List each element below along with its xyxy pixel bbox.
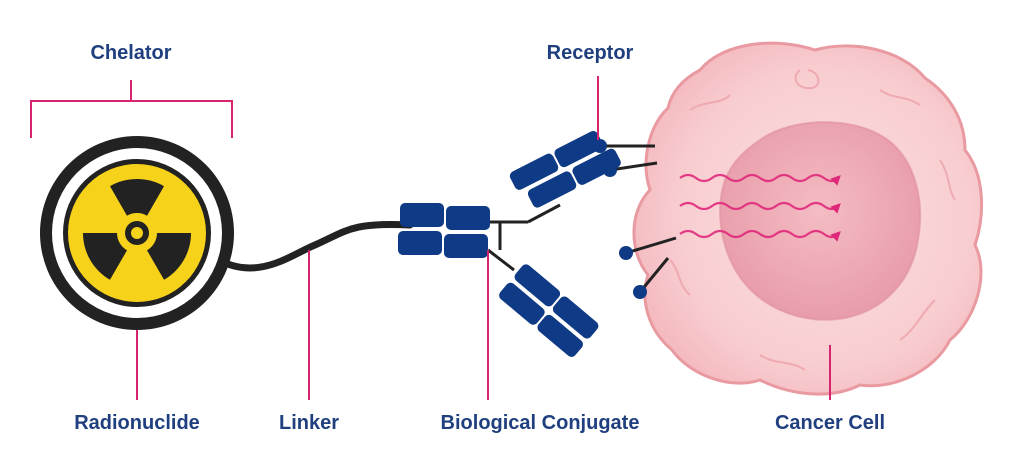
signal-arrow [679,201,841,214]
antibody [398,130,621,357]
linker-label: Linker [278,412,340,434]
biological-conjugate-label: Biological Conjugate [440,412,640,434]
signal-arrow [679,229,841,242]
signal-arrow [679,173,841,186]
chelator-label: Chelator [90,42,172,64]
cancer-cell-label: Cancer Cell [774,412,886,434]
cancer-cell-texture [669,69,956,371]
radiation-trefoil-icon [68,164,206,302]
receptor-label: Receptor [546,42,634,64]
radionuclide-label: Radionuclide [74,412,200,434]
receptor-free-1 [619,236,677,260]
cancer-cell [632,41,983,396]
pointer-lines [30,76,831,400]
cancer-cell-nucleus [719,121,922,321]
receptor-free-2 [633,257,670,299]
linker-chain [206,220,414,272]
radiation-signal-arrows [679,173,841,242]
chelator-bracket [30,80,233,138]
